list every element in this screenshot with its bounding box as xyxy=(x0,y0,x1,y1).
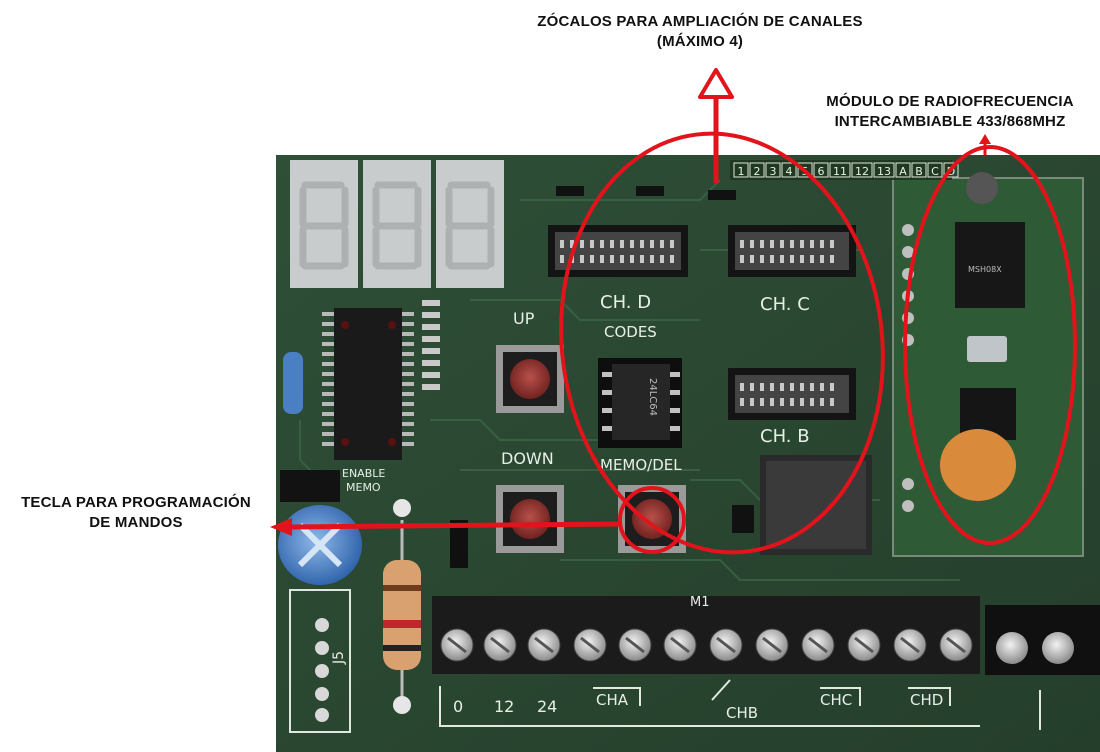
smd-resistor-array xyxy=(422,300,440,390)
label-cha: CHA xyxy=(596,691,629,709)
dip-label-box xyxy=(895,162,911,178)
socket-ch-c xyxy=(728,225,856,277)
silkscreen-outlines xyxy=(439,679,1041,730)
terminal-block-right xyxy=(985,605,1100,675)
label-codes: CODES xyxy=(604,323,657,341)
seven-segment-display xyxy=(290,160,504,288)
electrolytic-capacitor xyxy=(278,505,362,585)
label-chc: CHC xyxy=(820,691,852,709)
modulo-line-2: INTERCAMBIABLE 433/868MHZ xyxy=(834,113,1066,130)
eeprom-chip xyxy=(598,358,682,448)
dip-label-b: B xyxy=(915,165,923,178)
dip-label-box xyxy=(927,162,943,178)
arrow-left-head xyxy=(270,518,292,536)
smd-diodes xyxy=(556,186,736,200)
dip-label-6: 6 xyxy=(818,165,825,178)
dip-label-4: 4 xyxy=(786,165,793,178)
label-ch-d: CH. D xyxy=(600,292,651,313)
label-12: 12 xyxy=(494,697,514,716)
microcontroller-chip xyxy=(322,308,414,460)
label-up: UP xyxy=(513,309,535,328)
label-memo-del: MEMO/DEL xyxy=(600,456,682,474)
label-24: 24 xyxy=(537,697,557,716)
zocalos-line-2: (MÁXIMO 4) xyxy=(656,33,744,50)
dip-label-box xyxy=(749,162,765,178)
label-memo: MEMO xyxy=(346,481,381,494)
label-ch-c: CH. C xyxy=(760,294,810,315)
dip-label-box xyxy=(851,162,873,178)
arrow-rf-head xyxy=(979,134,991,144)
dip-label-1: 1 xyxy=(738,165,745,178)
resistor xyxy=(383,499,421,714)
rf-module xyxy=(892,172,1084,557)
dip-label-box xyxy=(873,162,895,178)
arrow-up-head xyxy=(698,68,734,99)
modulo-annotation: MÓDULO DE RADIOFRECUENCIA INTERCAMBIABLE… xyxy=(800,92,1100,132)
down-button xyxy=(496,485,564,553)
up-button xyxy=(496,345,564,413)
terminal-block xyxy=(432,596,980,674)
label-down: DOWN xyxy=(501,449,554,468)
label-chd: CHD xyxy=(910,691,943,709)
label-0: 0 xyxy=(453,697,463,716)
zocalos-annotation: ZÓCALOS PARA AMPLIACIÓN DE CANALES (MÁXI… xyxy=(470,12,930,52)
j5-connector xyxy=(289,589,351,733)
rf-module-highlight-ellipse xyxy=(903,145,1077,545)
silkscreen-labels: CH. D CH. C CH. B CODES UP DOWN MEMO/DEL… xyxy=(331,162,1002,722)
relay xyxy=(760,455,872,555)
sockets-highlight-ellipse xyxy=(559,131,885,555)
label-m1: M1 xyxy=(690,595,710,610)
blue-transistor xyxy=(283,352,303,414)
label-chip-rf: MSH08X xyxy=(968,265,1002,274)
dip-label-box xyxy=(765,162,781,178)
dip-label-box xyxy=(813,162,829,178)
dip-label-2: 2 xyxy=(754,165,761,178)
dip-label-box xyxy=(829,162,851,178)
dip-label-11: 11 xyxy=(833,165,847,178)
jumper-header xyxy=(732,505,754,533)
socket-ch-b xyxy=(728,368,856,420)
tecla-line-1: TECLA PARA PROGRAMACIÓN xyxy=(21,494,251,511)
label-j5: J5 xyxy=(331,651,347,665)
black-diode xyxy=(450,520,468,568)
tecla-line-2: DE MANDOS xyxy=(89,514,183,531)
dip-label-box xyxy=(943,162,959,178)
label-enable: ENABLE xyxy=(342,467,385,480)
dip-label-c: C xyxy=(931,165,939,178)
zocalos-line-1: ZÓCALOS PARA AMPLIACIÓN DE CANALES xyxy=(537,13,863,30)
dip-label-12: 12 xyxy=(855,165,869,178)
dip-label-box xyxy=(797,162,813,178)
tecla-annotation: TECLA PARA PROGRAMACIÓN DE MANDOS xyxy=(0,493,272,533)
memo-button-highlight-circle xyxy=(618,486,686,554)
dip-label-box xyxy=(781,162,797,178)
dip-label-13: 13 xyxy=(877,165,891,178)
red-annotations xyxy=(559,131,1077,555)
memo-del-button xyxy=(618,485,686,553)
dip-label-a: A xyxy=(899,165,907,178)
label-chip-codes: 24LC64 xyxy=(647,378,658,416)
red-arrows xyxy=(270,68,991,536)
modulo-line-1: MÓDULO DE RADIOFRECUENCIA xyxy=(826,93,1074,110)
label-chb: CHB xyxy=(726,704,758,722)
dip-label-3: 3 xyxy=(770,165,777,178)
dip-label-box xyxy=(733,162,749,178)
enable-memo-jumper xyxy=(280,470,340,502)
label-ch-b: CH. B xyxy=(760,426,810,447)
dip-label-box xyxy=(911,162,927,178)
socket-ch-d xyxy=(548,225,688,277)
